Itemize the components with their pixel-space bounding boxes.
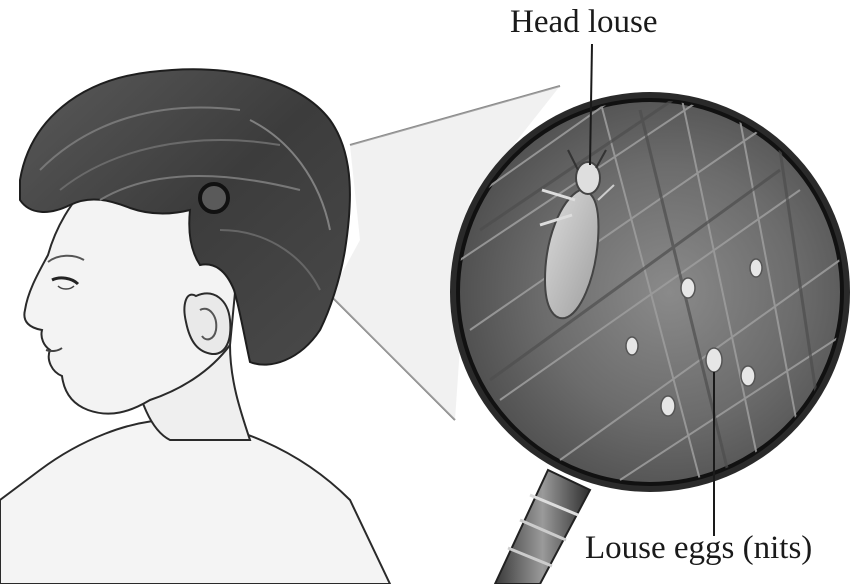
head-louse-label: Head louse bbox=[510, 6, 658, 39]
nit bbox=[661, 396, 675, 416]
nit bbox=[706, 348, 722, 372]
nit bbox=[750, 259, 762, 277]
nit bbox=[626, 337, 638, 355]
nit bbox=[681, 278, 695, 298]
nits-label: Louse eggs (nits) bbox=[585, 532, 812, 565]
nit bbox=[741, 366, 755, 386]
magnifier-handle bbox=[495, 470, 590, 584]
